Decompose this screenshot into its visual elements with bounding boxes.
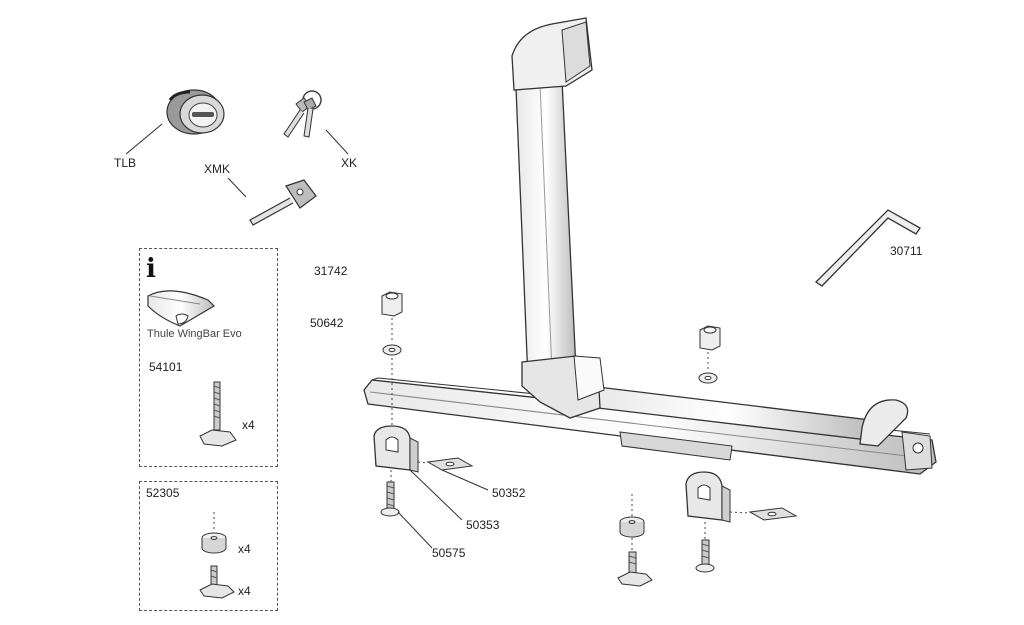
clamp-50353 (373, 425, 419, 473)
key-xmk (249, 179, 317, 226)
t-bolt-middle (617, 551, 653, 587)
quantity-bolt-52305: x4 (238, 584, 251, 598)
t-bolt-54101 (199, 381, 237, 447)
bolt-50575 (380, 481, 400, 517)
leader-line-50575 (397, 511, 433, 549)
box-52305 (139, 481, 278, 611)
washer-50642 (382, 344, 402, 356)
leader-line-50352 (441, 469, 489, 491)
label-52305: 52305 (146, 486, 180, 500)
label-30711: 30711 (890, 244, 923, 258)
label-50575: 50575 (432, 546, 466, 560)
bolt-right (695, 539, 715, 573)
assembly-guide-line (417, 461, 429, 464)
quantity-spacer-52305: x4 (238, 542, 251, 556)
label-xmk: XMK (204, 162, 231, 176)
leader-line-xk (325, 129, 349, 155)
leader-line-xmk (227, 177, 247, 198)
lock-cylinder-tlb (166, 89, 225, 135)
t-bolt-52305 (199, 565, 235, 599)
hex-key-30711 (814, 209, 921, 287)
plate-right (748, 507, 798, 521)
washer-right (698, 372, 718, 384)
info-box-wingbar (139, 248, 278, 467)
spacer-52305 (201, 512, 227, 554)
spacer-middle (619, 516, 645, 538)
wingbar-profile (147, 290, 215, 327)
label-50353: 50353 (466, 518, 500, 532)
leader-line-tlb (125, 123, 163, 155)
label-31742: 31742 (314, 264, 348, 278)
nut-right (699, 325, 721, 351)
quantity-54101: x4 (242, 418, 255, 432)
nut-31742 (381, 291, 403, 317)
label-50352: 50352 (492, 486, 526, 500)
label-54101: 54101 (149, 360, 183, 374)
base-rail (363, 377, 937, 475)
vertical-arm (511, 17, 605, 419)
info-box-caption: Thule WingBar Evo (147, 328, 242, 340)
key-ring-xk (283, 90, 322, 138)
label-tlb: TLB (114, 156, 137, 170)
wheel-tray (588, 386, 933, 471)
clamp-right (685, 471, 731, 523)
info-icon: i (146, 254, 156, 284)
plate-50352 (426, 457, 474, 471)
label-xk: XK (341, 156, 358, 170)
assembly-guide-line (729, 511, 751, 514)
leader-line-50353 (409, 469, 463, 521)
label-50642: 50642 (310, 316, 344, 330)
